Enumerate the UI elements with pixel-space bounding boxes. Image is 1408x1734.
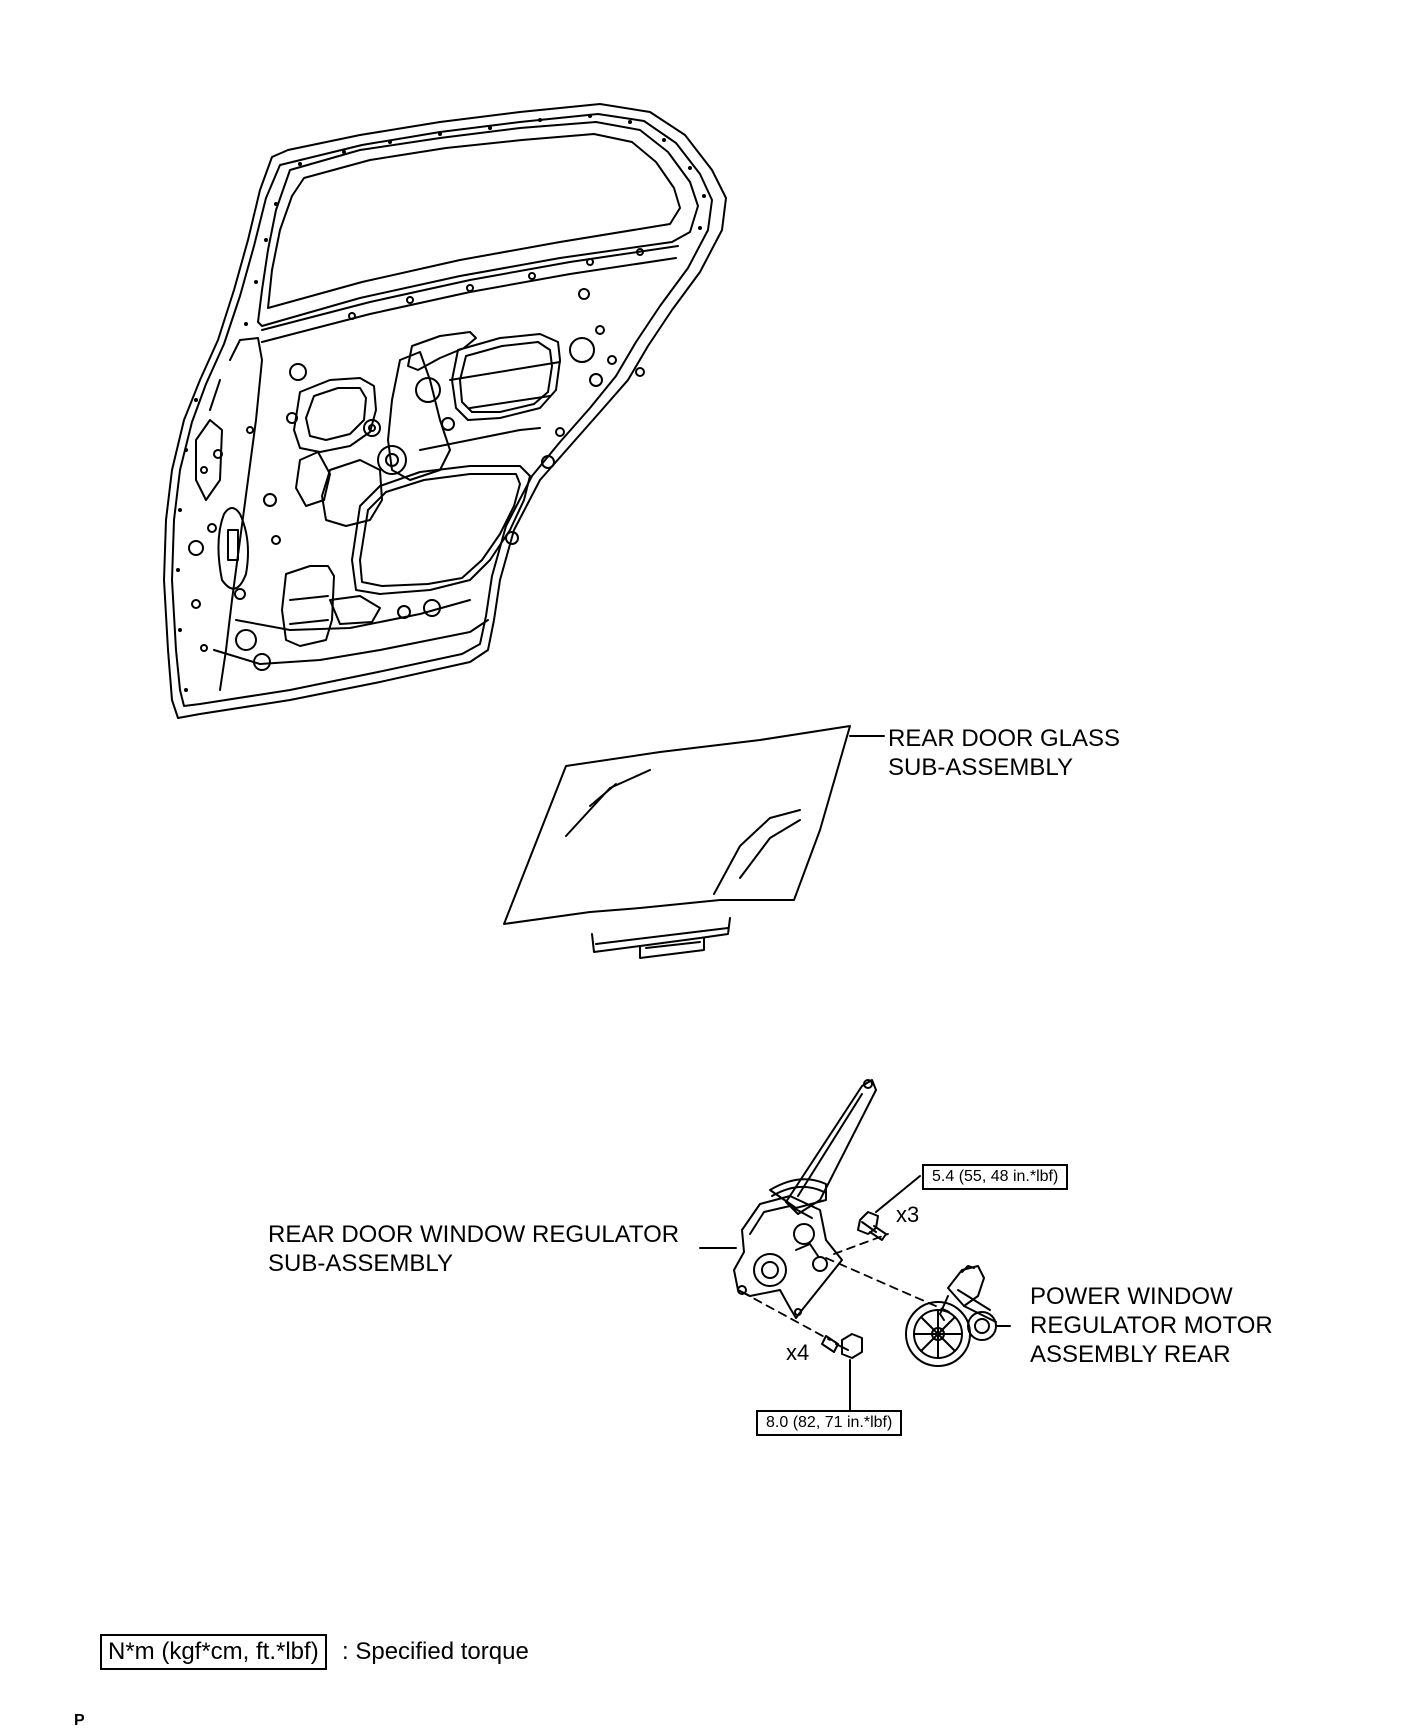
glass-label: REAR DOOR GLASS SUB-ASSEMBLY — [888, 724, 1120, 782]
window-regulator-motor — [905, 1265, 1011, 1367]
glass-label-line2: SUB-ASSEMBLY — [888, 754, 1073, 781]
motor-label: POWER WINDOW REGULATOR MOTOR ASSEMBLY RE… — [1030, 1282, 1273, 1369]
torque-legend-text: : Specified torque — [342, 1638, 529, 1665]
torque-legend-box: N*m (kgf*cm, ft.*lbf) — [100, 1634, 327, 1670]
upper-bolt-quantity: x3 — [896, 1202, 920, 1227]
regulator-label: REAR DOOR WINDOW REGULATOR SUB-ASSEMBLY — [268, 1220, 679, 1278]
regulator-label-line1: REAR DOOR WINDOW REGULATOR — [268, 1221, 680, 1248]
window-regulator — [733, 1079, 955, 1411]
upper-bolt-torque-box: 5.4 (55, 48 in.*lbf) — [922, 1164, 1069, 1190]
motor-label-line3: ASSEMBLY REAR — [1030, 1341, 1231, 1368]
rear-door-glass — [503, 725, 885, 959]
motor-label-line2: REGULATOR MOTOR — [1030, 1312, 1273, 1339]
lower-bolt-torque-box: 8.0 (82, 71 in.*lbf) — [756, 1410, 903, 1436]
glass-label-line1: REAR DOOR GLASS — [888, 725, 1121, 752]
bolt-upper — [857, 1211, 887, 1241]
page-code: P — [74, 1712, 85, 1729]
regulator-label-line2: SUB-ASSEMBLY — [268, 1250, 453, 1277]
bolt-lower — [821, 1333, 863, 1359]
lower-bolt-quantity: x4 — [786, 1340, 810, 1365]
rear-door-panel — [163, 103, 727, 719]
motor-label-line1: POWER WINDOW — [1030, 1283, 1233, 1310]
